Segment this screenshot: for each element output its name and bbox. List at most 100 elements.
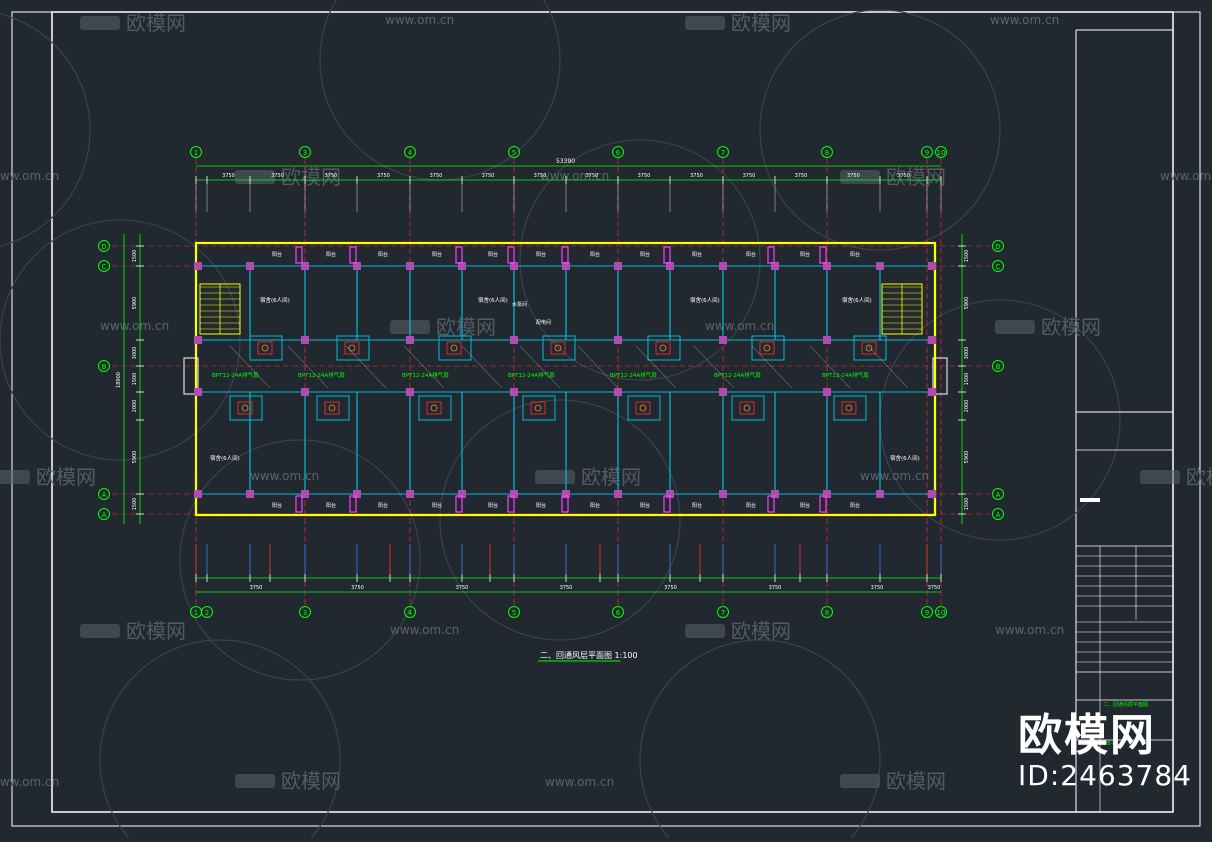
axis-bubble-bottom <box>821 606 833 618</box>
sanitary-fixture <box>861 341 877 355</box>
bathroom-pod <box>249 335 283 361</box>
watermark-logo-text: 欧模网 <box>886 769 946 793</box>
axis-bubble-top <box>935 146 947 158</box>
east-entrance <box>932 357 948 395</box>
pipe-chase <box>507 495 515 513</box>
duct-branch <box>867 345 909 389</box>
watermark-logo-text: 欧模网 <box>436 315 496 339</box>
watermark-url: www.om.cn <box>1160 169 1212 183</box>
axis-bubble-right <box>992 508 1004 520</box>
exterior-wall <box>194 241 937 517</box>
dim-text-right: 1500 <box>964 498 970 511</box>
watermark-logo-text: 欧模网 <box>886 165 946 189</box>
duct-label: BPT12-24A排气扇 <box>508 371 555 379</box>
duct-label: BPT12-24A排气扇 <box>212 371 259 379</box>
axis-number-bottom: 3 <box>303 609 307 617</box>
column <box>406 388 414 396</box>
floor-drain <box>659 344 667 352</box>
watermark-arc <box>179 439 421 681</box>
watermark-url: www.om.cn <box>0 775 59 789</box>
room-label: 宿舍(6人间) <box>890 454 920 462</box>
watermark-url: www.om.cn <box>100 319 169 333</box>
column <box>194 388 202 396</box>
sanitary-fixture <box>759 341 775 355</box>
axis-letter-left: C <box>102 263 107 271</box>
bathroom-pod <box>418 395 452 421</box>
overall-dimension: 53390 <box>556 158 575 165</box>
watermark-url: www.om.cn <box>250 469 319 483</box>
watermark-logo-text: 欧模网 <box>281 165 341 189</box>
duct-branch <box>635 345 677 389</box>
duct-label: BPT12-24A排气扇 <box>822 371 869 379</box>
dim-text-top: 3750 <box>377 173 390 179</box>
watermark-url: www.om.cn <box>705 319 774 333</box>
column <box>614 490 622 498</box>
balcony-label: 阳台 <box>326 251 336 258</box>
axis-bubble-top <box>821 146 833 158</box>
axis-letter-left: D <box>101 243 106 251</box>
column <box>353 262 361 270</box>
axis-number-bottom: 7 <box>721 609 725 617</box>
column <box>928 336 936 344</box>
dim-text-right: 1500 <box>964 250 970 263</box>
axis-number-top: 7 <box>721 149 725 157</box>
watermark-url: www.om.cn <box>540 169 609 183</box>
column <box>823 490 831 498</box>
duct-branch <box>229 345 271 389</box>
balcony-label: 阳台 <box>432 502 442 509</box>
watermark-sofa-icon <box>80 16 120 30</box>
column <box>928 490 936 498</box>
column <box>614 336 622 344</box>
column <box>353 490 361 498</box>
room-label: 宿舍(6人间) <box>842 296 872 304</box>
watermark-url: www.om.cn <box>545 775 614 789</box>
axis-bubble-bottom <box>299 606 311 618</box>
balcony-label: 阳台 <box>536 251 546 258</box>
watermark-sofa-icon <box>995 320 1035 334</box>
column <box>719 336 727 344</box>
column <box>876 490 884 498</box>
room-label: 宿舍(6人间) <box>478 296 508 304</box>
balcony-label: 阳台 <box>850 251 860 258</box>
axis-bubble-left <box>98 240 110 252</box>
pipe-chase <box>455 246 463 264</box>
pipe-chase <box>561 495 569 513</box>
floor-drain <box>554 344 562 352</box>
axis-number-bottom: 1 <box>194 609 198 617</box>
column <box>301 388 309 396</box>
column <box>562 490 570 498</box>
balcony-label: 阳台 <box>590 251 600 258</box>
column <box>301 490 309 498</box>
balcony-label: 阳台 <box>536 502 546 509</box>
axis-number-top: 6 <box>616 149 621 157</box>
watermark-sofa-icon <box>535 470 575 484</box>
watermark-logo-text: 欧模网 <box>731 619 791 643</box>
axis-number-top: 5 <box>512 149 516 157</box>
watermark-url: www.om.cn <box>390 623 459 637</box>
axis-bubble-top <box>921 146 933 158</box>
dim-text-right: 1500 <box>964 373 970 386</box>
dim-text-bottom: 3750 <box>769 585 782 591</box>
dim-text-right: 5900 <box>964 297 970 310</box>
column <box>510 388 518 396</box>
column <box>301 262 309 270</box>
dim-text-top: 3750 <box>795 173 808 179</box>
dim-text-bottom: 3750 <box>664 585 677 591</box>
watermark-logo-text: 欧模网 <box>1186 465 1212 489</box>
axis-bubble-bottom <box>404 606 416 618</box>
dim-text-top: 3750 <box>897 173 910 179</box>
axis-bubble-bottom <box>717 606 729 618</box>
room-label: 宿舍(6人间) <box>690 296 720 304</box>
axis-bubble-right <box>992 260 1004 272</box>
balcony-label: 阳台 <box>272 251 282 258</box>
duct-branch <box>693 345 735 389</box>
dim-text-bottom: 3750 <box>456 585 469 591</box>
watermark-arc <box>319 0 561 181</box>
bathroom-pod <box>647 335 681 361</box>
duct-branch <box>519 345 561 389</box>
axis-bubble-right <box>992 240 1004 252</box>
floor-drain <box>639 404 647 412</box>
